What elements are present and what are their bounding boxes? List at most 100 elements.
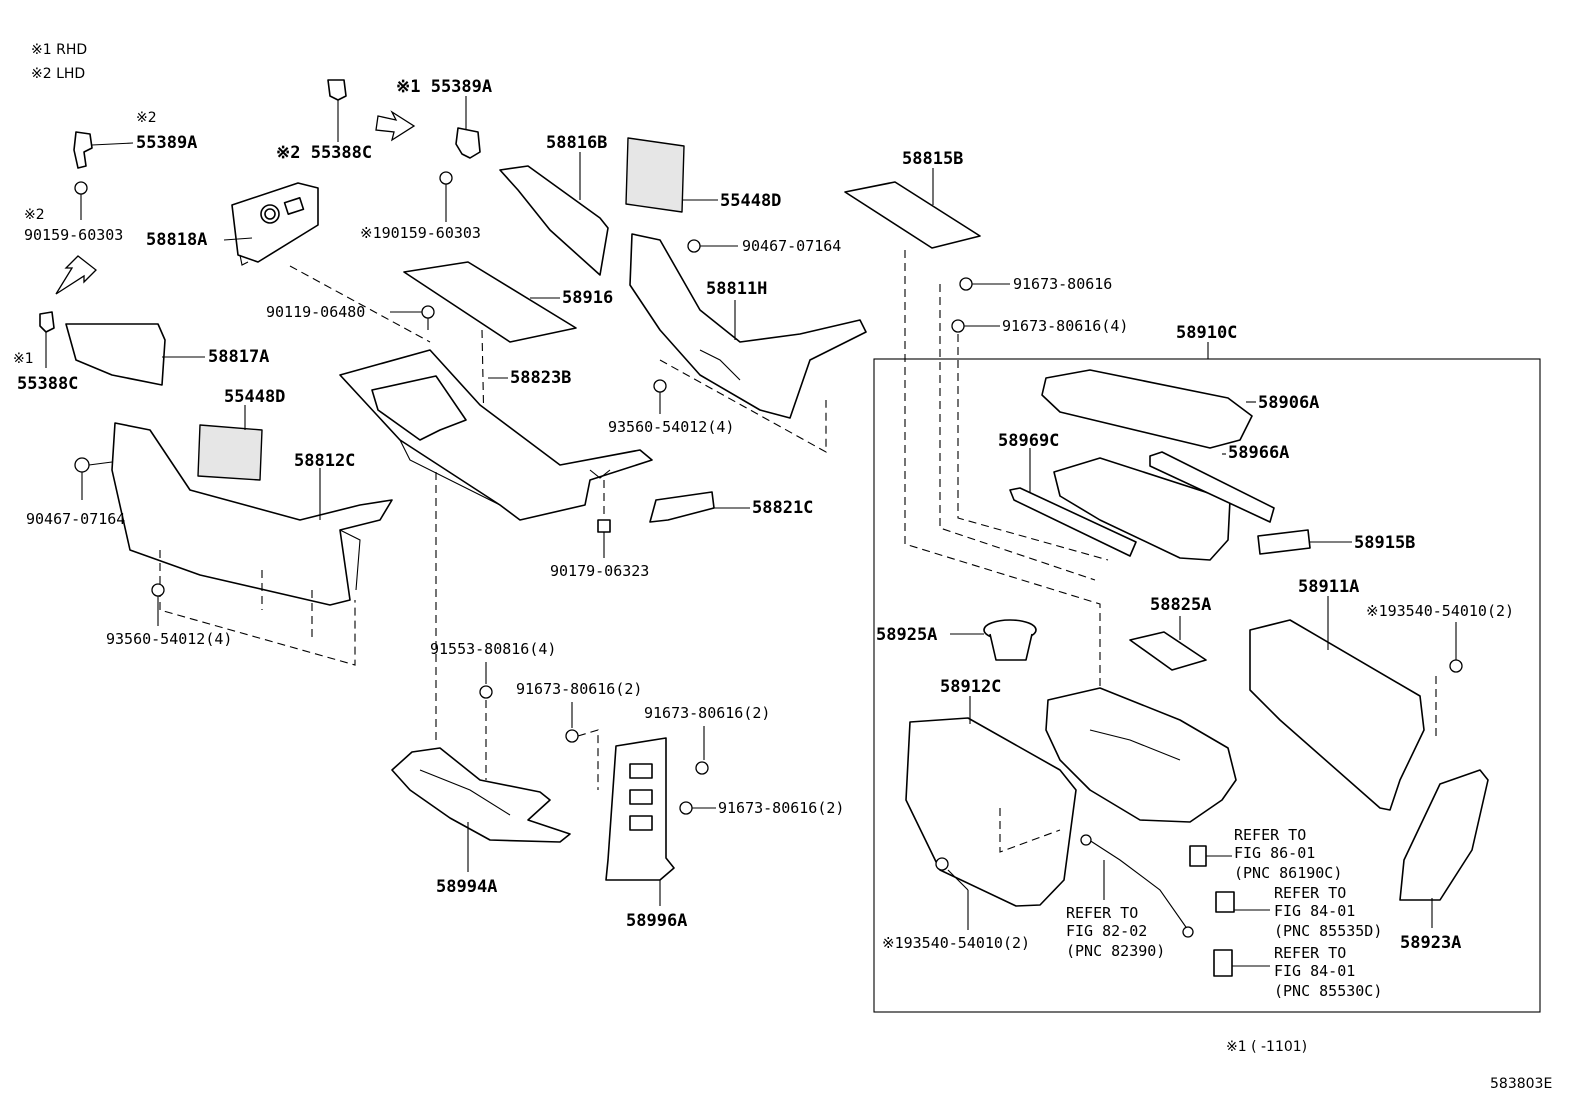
label-55389A-top: ※1 55389A (396, 77, 492, 97)
screw-90159-top (439, 171, 453, 222)
bolt-91553 (479, 662, 493, 780)
label-58916: 58916 (562, 288, 613, 308)
label-58906A: 58906A (1258, 393, 1319, 413)
label-91673-e: 91673-80616(2) (718, 799, 844, 817)
mark-55389A-left: ※2 (136, 110, 157, 126)
footnote: ※1 ( -1101) (1226, 1039, 1307, 1055)
bolt-91673-e (679, 801, 716, 815)
armrest-58906A (1041, 369, 1253, 449)
screw-93540-left (935, 857, 969, 930)
cup-58925A (983, 619, 1037, 661)
clip-55388C-left (39, 311, 55, 368)
bracket-58996A (605, 737, 675, 881)
label-58925A: 58925A (876, 625, 937, 645)
label-58994A: 58994A (436, 877, 497, 897)
cap-58923A (1399, 769, 1489, 901)
ref-85530C-line1: REFER TO (1274, 944, 1346, 962)
clip-90467-top (687, 239, 738, 253)
label-58911A: 58911A (1298, 577, 1359, 597)
label-91673-c: 91673-80616(2) (516, 680, 642, 698)
ref-85530C-line2: FIG 84-01 (1274, 962, 1355, 980)
bolt-91673-c (565, 702, 599, 790)
label-90467-left: 90467-07164 (26, 510, 125, 528)
switch-panel-58818A (231, 182, 319, 266)
ref-86190C-line3: (PNC 86190C) (1234, 864, 1342, 882)
label-58821C: 58821C (752, 498, 813, 518)
label-58815B: 58815B (902, 149, 963, 169)
mat-58916 (403, 261, 577, 343)
label-58912C: 58912C (940, 677, 1001, 697)
note-rhd: ※1 RHD (31, 42, 87, 58)
label-91673-d: 91673-80616(2) (644, 704, 770, 722)
label-91553: 91553-80816(4) (430, 640, 556, 658)
label-90159-top: ※190159-60303 (360, 224, 481, 242)
screw-93560-left (151, 583, 165, 626)
drawing-id: 583803E (1490, 1076, 1552, 1092)
group-box-58910C (873, 358, 1541, 1013)
box-58823B (339, 349, 653, 521)
clip-55389A-top (455, 96, 481, 159)
strip-58966A (1149, 451, 1275, 523)
pad-55448D-left (197, 424, 263, 481)
tray-58825A (1129, 631, 1207, 671)
screw-93540-right (1435, 622, 1463, 740)
ref-82390-line2: FIG 82-02 (1066, 922, 1147, 940)
label-58825A: 58825A (1150, 595, 1211, 615)
bracket-58994A (391, 747, 571, 843)
ref-86190C-line2: FIG 86-01 (1234, 844, 1315, 862)
label-58817A: 58817A (208, 347, 269, 367)
shroud-58811H (629, 233, 867, 419)
ref-82390-line1: REFER TO (1066, 904, 1138, 922)
socket-86190C (1189, 845, 1232, 867)
label-58823B: 58823B (510, 368, 571, 388)
direction-arrow-left (55, 255, 97, 295)
label-93560-top: 93560-54012(4) (608, 418, 734, 436)
clip-90179 (597, 480, 611, 558)
label-93540-right: ※193540-54010(2) (1366, 602, 1514, 620)
part-58821C (649, 491, 715, 523)
label-58966A: 58966A (1228, 443, 1289, 463)
panel-58911A (1249, 619, 1425, 811)
ref-85535D-line3: (PNC 85535D) (1274, 922, 1382, 940)
mark-55388C-left: ※1 (13, 351, 34, 367)
mark-90159-left: ※2 (24, 207, 45, 223)
label-58910C: 58910C (1176, 323, 1237, 343)
screw-93560-top (653, 379, 667, 414)
ref-85535D-line1: REFER TO (1274, 884, 1346, 902)
label-55388C-left: 55388C (17, 374, 78, 394)
label-58818A: 58818A (146, 230, 207, 250)
hinge-58969C (1009, 457, 1231, 561)
ref-85535D-line2: FIG 84-01 (1274, 902, 1355, 920)
label-55388C-top: ※2 55388C (276, 143, 372, 163)
trim-58816B (499, 165, 609, 276)
label-58923A: 58923A (1400, 933, 1461, 953)
label-90159-left: 90159-60303 (24, 226, 123, 244)
mat-58815B (844, 181, 981, 249)
screw-90159-left (74, 181, 88, 220)
pad-55448D-top (625, 137, 685, 213)
label-58969C: 58969C (998, 431, 1059, 451)
clip-55389A-left (73, 131, 93, 169)
label-90179: 90179-06323 (550, 562, 649, 580)
ref-82390-line3: (PNC 82390) (1066, 942, 1165, 960)
connector-85535D (1215, 891, 1270, 913)
label-90467-top: 90467-07164 (742, 237, 841, 255)
note-lhd: ※2 LHD (31, 66, 85, 82)
panel-58912C (905, 717, 1077, 907)
part-58915B (1257, 529, 1311, 555)
wire-82390 (1080, 834, 1194, 938)
label-58812C: 58812C (294, 451, 355, 471)
bolt-91673-a (939, 277, 1096, 581)
console-base (1045, 687, 1237, 823)
ref-85530C-line3: (PNC 85530C) (1274, 982, 1382, 1000)
label-58811H: 58811H (706, 279, 767, 299)
label-93560-left: 93560-54012(4) (106, 630, 232, 648)
label-58816B: 58816B (546, 133, 607, 153)
direction-arrow-top (375, 110, 416, 142)
label-91673-b: 91673-80616(4) (1002, 317, 1128, 335)
label-91673-a: 91673-80616 (1013, 275, 1112, 293)
label-93540-left: ※193540-54010(2) (882, 934, 1030, 952)
bolt-91673-d (695, 726, 709, 775)
screw-90119 (390, 305, 435, 330)
